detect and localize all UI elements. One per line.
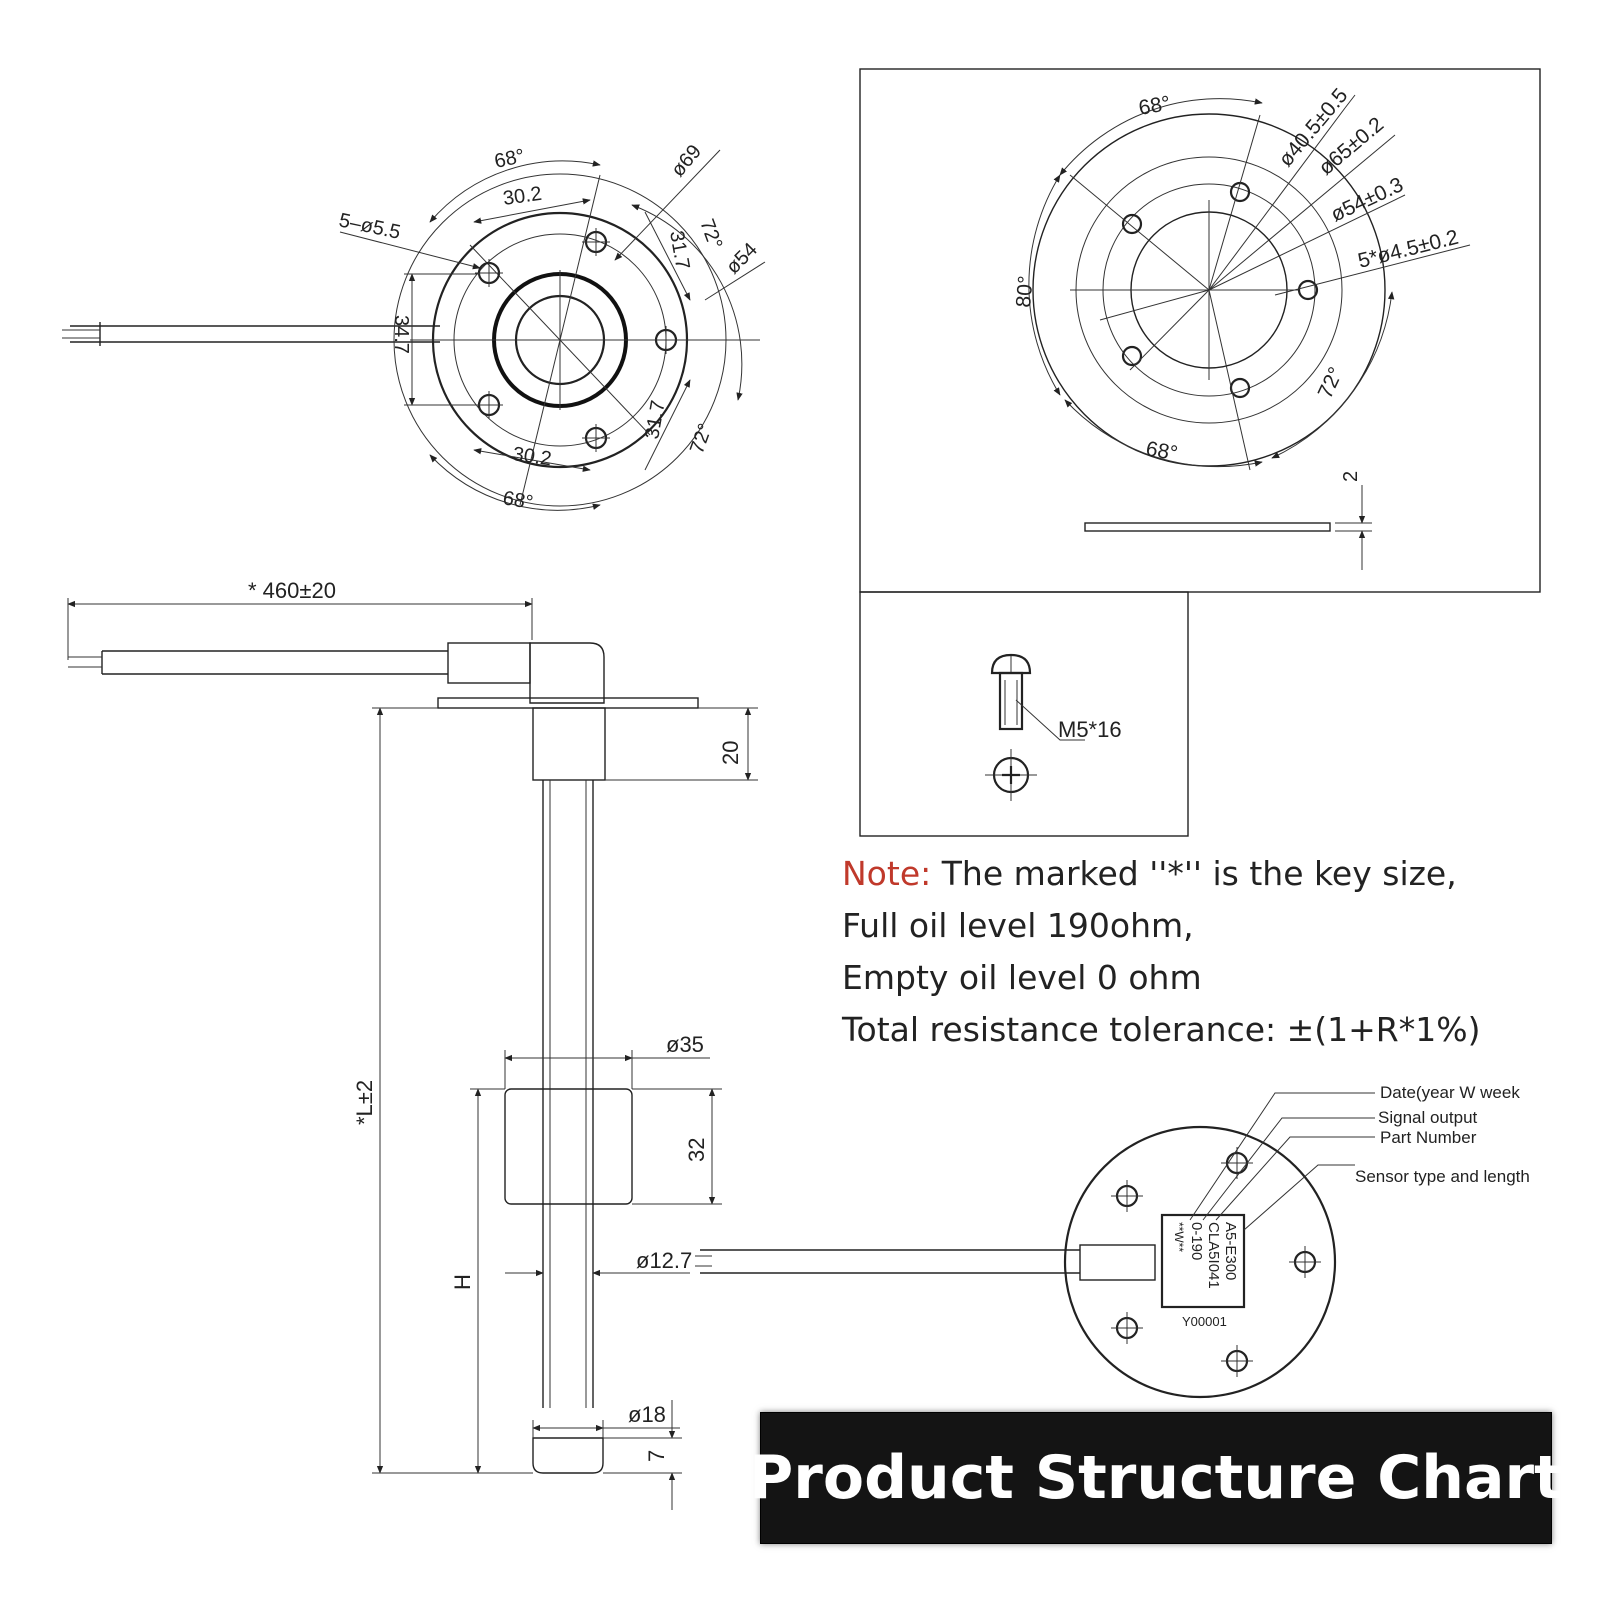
total-length-label: *L±2	[352, 1080, 377, 1125]
label-line: 0-190	[1188, 1222, 1205, 1260]
label-line: CLA5I041	[1205, 1222, 1222, 1289]
flange-height-label: 20	[718, 741, 743, 765]
tube-diameter-label: ø12.7	[636, 1248, 692, 1273]
label-line: **W**	[1172, 1222, 1186, 1252]
callout-date: Date(year W week	[1380, 1083, 1520, 1102]
note-line: Empty oil level 0 ohm	[842, 958, 1202, 997]
gasket-view: 68° ø40.5±0.5 ø65±0.2 ø54±0.3 5*ø4.5±0.2…	[859, 68, 1541, 593]
bolt-hole-icon	[1111, 1312, 1143, 1344]
diameter-label: ø54	[722, 239, 762, 279]
callout-sensor: Sensor type and length	[1355, 1167, 1530, 1186]
angle-label: 72°	[1314, 364, 1348, 403]
note-head: Note:	[842, 854, 932, 893]
float-diameter-label: ø35	[666, 1032, 704, 1057]
bolt-hole-icon	[1289, 1246, 1321, 1278]
chord-label: 30.2	[502, 183, 544, 210]
bolt-hole-icon	[1221, 1147, 1253, 1179]
angle-label: 80°	[1012, 275, 1038, 309]
angle-label: 68°	[1144, 437, 1179, 465]
cable-length-label: * 460±20	[248, 578, 336, 603]
note-line: The marked ''*'' is the key size,	[931, 854, 1457, 893]
note-line: Full oil level 190ohm,	[842, 906, 1194, 945]
bolt-hole-icon	[582, 424, 610, 452]
screw-view: M5*16	[859, 591, 1189, 837]
bolt-hole-icon	[652, 326, 680, 354]
label-line: A5-E300	[1222, 1222, 1239, 1280]
float-position-label: H	[450, 1274, 475, 1290]
diameter-label: ø69	[667, 141, 706, 182]
label-view: A5-E300 CLA5I041 0-190 **W** Y00001 Date…	[695, 1083, 1530, 1399]
angle-label: 72°	[695, 216, 726, 252]
holes-label: 5–ø5.5	[337, 209, 402, 243]
callout-part: Part Number	[1380, 1128, 1477, 1147]
spec-note: Note: The marked ''*'' is the key size, …	[842, 848, 1562, 1056]
side-view: * 460±20 *L±2 20 ø35 32	[67, 578, 758, 1510]
screw-head-icon	[985, 749, 1037, 801]
thickness-label: 2	[1340, 471, 1362, 482]
angle-label: 72°	[686, 421, 717, 457]
angle-label: 68°	[1137, 92, 1172, 120]
chord-label: 30.2	[511, 443, 553, 470]
angle-label: 68°	[501, 487, 535, 514]
angle-label: 68°	[492, 145, 526, 173]
float-height-label: 32	[684, 1138, 709, 1162]
end-height-label: 7	[644, 1450, 669, 1462]
bolt-hole-icon	[1111, 1180, 1143, 1212]
callout-signal: Signal output	[1378, 1108, 1478, 1127]
screw-label: M5*16	[1058, 717, 1122, 742]
top-view: 68° 30.2 5–ø5.5 ø69 72° 31.7 ø54 34.7 31…	[62, 141, 766, 514]
serial-label: Y00001	[1182, 1314, 1227, 1329]
bolt-hole-icon	[582, 228, 610, 256]
dimension-label: 31.7	[641, 399, 669, 441]
bolt-hole-icon	[475, 259, 503, 287]
title-banner: Product Structure Chart	[749, 1412, 1563, 1544]
note-line: Total resistance tolerance: ±(1+R*1%)	[842, 1010, 1481, 1049]
end-diameter-label: ø18	[628, 1402, 666, 1427]
dimension-label: 34.7	[390, 315, 412, 354]
banner-title: Product Structure Chart	[749, 1443, 1563, 1513]
bolt-hole-icon	[1221, 1345, 1253, 1377]
holes-label: 5*ø4.5±0.2	[1356, 226, 1461, 273]
